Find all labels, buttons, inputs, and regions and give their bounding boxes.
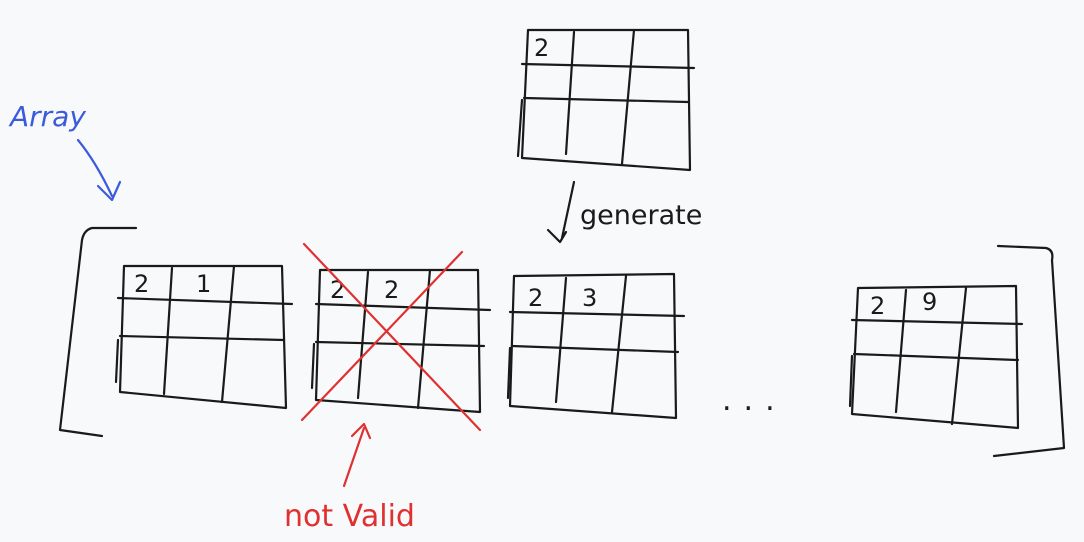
- not-valid-arrow-head: [350, 422, 372, 440]
- grid-second-col-line-1: [356, 270, 370, 400]
- grid-second-frame: [314, 268, 482, 414]
- grid-first-header-line: [116, 296, 294, 306]
- grid-first-cell-1: 2: [134, 270, 149, 298]
- grid-last-col-line-2: [950, 286, 968, 426]
- right-bracket: [992, 244, 1066, 458]
- array-annotation: Array: [8, 100, 122, 202]
- generate-arrow-shaft: [560, 180, 576, 240]
- grid-last-col-line-1: [894, 288, 908, 414]
- grid-second-cell-2: 2: [384, 276, 399, 304]
- array-arrow-head: [96, 180, 122, 202]
- source-grid-col-line-1: [564, 30, 576, 156]
- source-grid-row-line: [522, 96, 690, 104]
- grid-third-row-line: [510, 344, 680, 354]
- grid-first-tail: [114, 338, 120, 384]
- grid-first-col-line-1: [162, 266, 174, 396]
- grid-second-tail: [310, 342, 316, 390]
- grid-third-col-line-1: [554, 276, 568, 404]
- source-grid: 2: [516, 28, 696, 172]
- grid-second-header-line: [314, 302, 492, 312]
- array-label: Array: [8, 100, 86, 133]
- ellipsis: ...: [722, 383, 787, 418]
- grid-third-tail: [506, 346, 512, 400]
- generate-arrow: generate: [546, 180, 702, 244]
- not-valid-annotation: not Valid: [284, 422, 415, 534]
- source-grid-header-line: [520, 62, 696, 70]
- grid-third: 2 3: [506, 272, 686, 420]
- grid-second-col-line-2: [416, 268, 432, 410]
- grid-last-frame: [850, 284, 1020, 430]
- grid-third-cell-1: 2: [528, 284, 543, 312]
- not-valid-arrow-shaft: [342, 426, 366, 488]
- source-grid-cell-1: 2: [534, 34, 549, 62]
- grid-first-row-line: [118, 334, 286, 342]
- grid-first-frame: [118, 264, 288, 410]
- generate-arrow-head: [546, 228, 568, 244]
- grid-third-cell-2: 3: [582, 284, 597, 312]
- generate-label: generate: [580, 200, 702, 231]
- grid-third-col-line-2: [610, 274, 628, 414]
- invalid-cross-line-2: [300, 250, 464, 422]
- grid-first-cell-2: 1: [196, 270, 211, 298]
- grid-last-header-line: [850, 318, 1024, 326]
- invalid-cross-line-1: [302, 242, 482, 432]
- grid-last-cell-2: 9: [922, 288, 937, 316]
- grid-last: 2 9: [848, 284, 1024, 430]
- grid-third-header-line: [508, 310, 686, 318]
- grid-last-tail: [848, 354, 854, 408]
- source-grid-col-line-2: [620, 28, 636, 166]
- grid-last-row-line: [852, 352, 1020, 362]
- grid-first-col-line-2: [220, 264, 236, 404]
- array-arrow-shaft: [76, 138, 114, 198]
- source-grid-tail: [516, 98, 524, 158]
- grid-first: 2 1: [114, 264, 294, 410]
- grid-third-frame: [508, 272, 678, 420]
- grid-second: 2 2: [300, 242, 492, 432]
- left-bracket: [58, 226, 138, 438]
- not-valid-label: not Valid: [284, 499, 415, 534]
- grid-last-cell-1: 2: [870, 292, 885, 320]
